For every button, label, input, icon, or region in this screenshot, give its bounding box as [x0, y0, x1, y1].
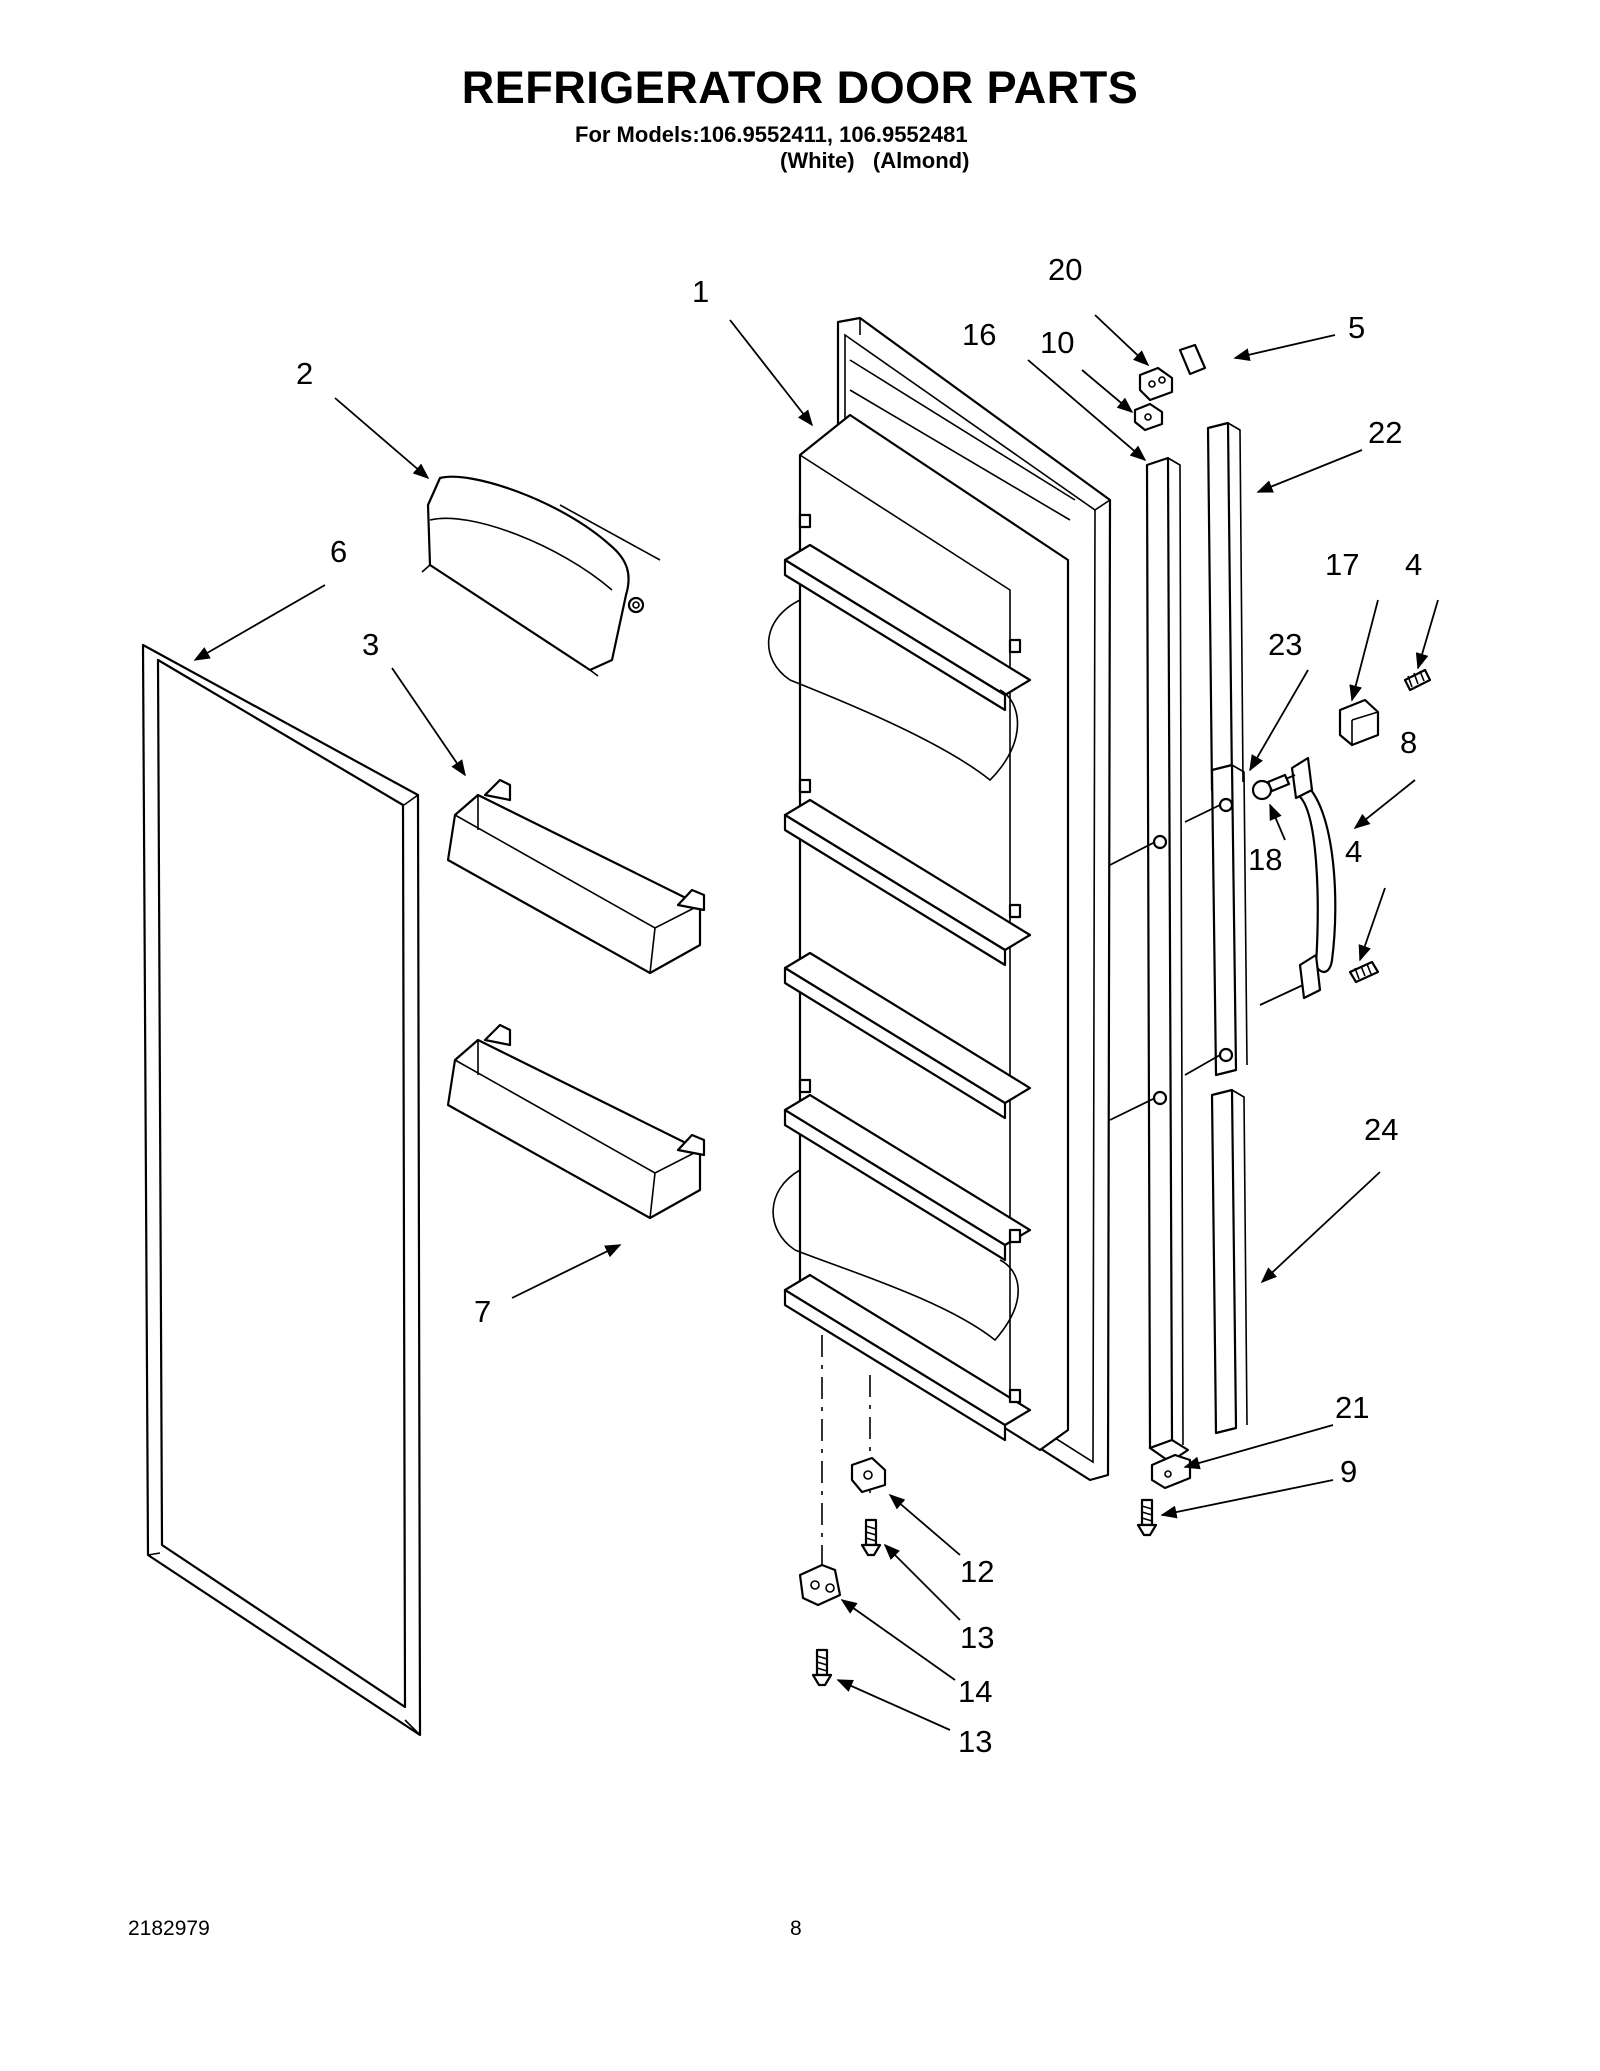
door-gasket: [141, 643, 422, 1737]
callout-4-upper: 4: [1405, 547, 1422, 582]
cover-5: [1178, 343, 1207, 376]
callout-5: 5: [1348, 310, 1365, 345]
model-numbers: For Models:106.9552411, 106.9552481: [575, 122, 968, 147]
screw-4-lower: [1348, 960, 1380, 984]
callout-7: 7: [474, 1294, 491, 1329]
hinge-pin-12: [850, 1456, 887, 1494]
callout-18: 18: [1248, 842, 1282, 877]
page-title: REFRIGERATOR DOOR PARTS: [461, 62, 1139, 113]
door-handle: [1259, 756, 1337, 1006]
callout-1: 1: [692, 274, 709, 309]
bracket-21: [1150, 1453, 1192, 1490]
callout-6: 6: [330, 534, 347, 569]
trim-23: [1184, 763, 1248, 1077]
callout-16: 16: [962, 317, 996, 352]
door-bin-lower: [446, 1023, 706, 1220]
door-assembly: [767, 316, 1112, 1580]
color-variants: (White) (Almond): [780, 148, 970, 173]
callout-3: 3: [362, 627, 379, 662]
callout-20: 20: [1048, 252, 1082, 287]
screw-4-upper: [1403, 668, 1432, 692]
callout-4-lower: 4: [1345, 834, 1362, 869]
document-number: 2182979: [128, 1917, 210, 1940]
trim-24: [1210, 1088, 1248, 1435]
callout-10: 10: [1040, 325, 1074, 360]
bushing-10: [1133, 402, 1164, 432]
callout-24: 24: [1364, 1112, 1398, 1147]
callout-22: 22: [1368, 415, 1402, 450]
trim-22: [1206, 421, 1244, 792]
callout-12: 12: [960, 1554, 994, 1589]
screw-9: [1136, 1498, 1158, 1537]
callout-labels: 1 2 6 3 7 20 16 10 5 22 17 4 23 8 18 4 2…: [296, 252, 1422, 1759]
callout-8: 8: [1400, 725, 1417, 760]
callout-9: 9: [1340, 1454, 1357, 1489]
callout-23: 23: [1268, 627, 1302, 662]
hinge-14: [798, 1563, 842, 1607]
callout-17: 17: [1325, 547, 1359, 582]
door-bin-upper: [446, 778, 706, 975]
callout-13-lower: 13: [958, 1724, 992, 1759]
screw-13-upper: [860, 1518, 882, 1557]
dairy-door: [421, 475, 661, 677]
screw-18: [1251, 773, 1291, 801]
callout-21: 21: [1335, 1390, 1369, 1425]
screw-13-lower: [811, 1648, 833, 1687]
leader-lines: [193, 314, 1439, 1731]
callout-13-upper: 13: [960, 1620, 994, 1655]
callout-2: 2: [296, 356, 313, 391]
hinge-bracket-20: [1138, 366, 1174, 402]
handle-trim-16: [1109, 456, 1190, 1464]
callout-14: 14: [958, 1674, 992, 1709]
page-number: 8: [790, 1917, 802, 1940]
handle-end-cap: [1338, 698, 1380, 747]
